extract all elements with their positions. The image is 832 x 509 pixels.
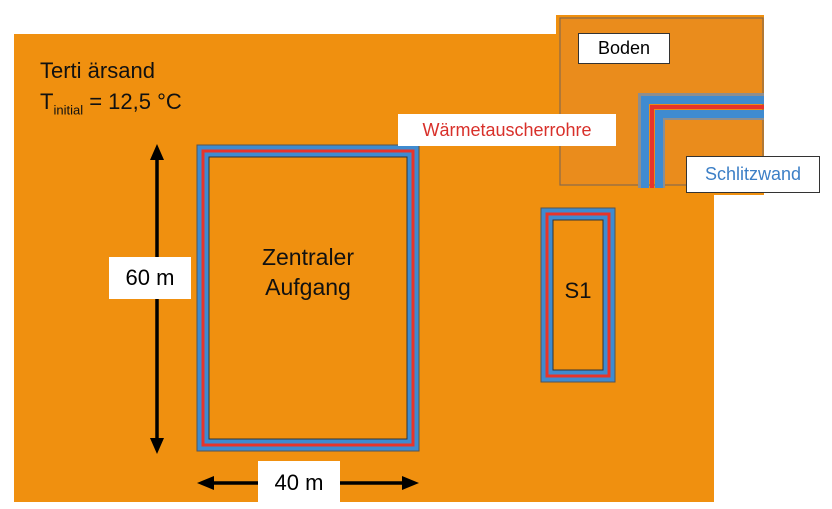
- initial-temperature: Tinitial = 12,5 °C: [40, 89, 182, 117]
- height-arrow: [150, 144, 164, 454]
- width-dimension-label: 40 m: [258, 461, 340, 505]
- material-label: Terti ärsand: [40, 58, 155, 83]
- central-shaft-walls: [196, 144, 420, 452]
- boden-label: Boden: [578, 33, 670, 64]
- schlitzwand-corner: [638, 93, 764, 188]
- central-shaft-label: Zentraler Aufgang: [261, 244, 355, 300]
- temp-value: = 12,5 °C: [83, 89, 182, 114]
- temp-symbol: T: [40, 89, 54, 114]
- schlitzwand-label: Schlitzwand: [686, 156, 820, 193]
- temp-subscript: initial: [53, 102, 84, 118]
- height-dimension-label: 60 m: [109, 257, 191, 299]
- s1-shaft-walls: [540, 207, 616, 383]
- waermetauscher-label: Wärmetauscherrohre: [398, 114, 616, 146]
- s1-label: S1: [564, 278, 592, 303]
